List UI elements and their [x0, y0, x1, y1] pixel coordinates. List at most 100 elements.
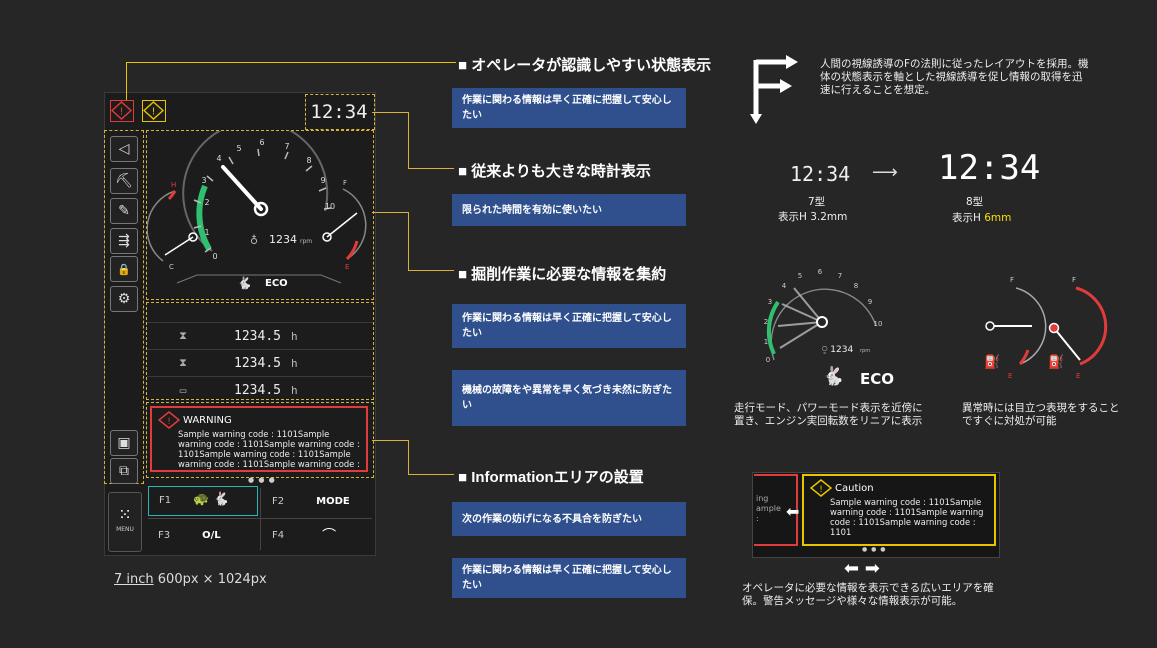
tick-5: 5: [236, 144, 241, 153]
svg-text:4: 4: [782, 282, 787, 290]
warning-panel[interactable]: ! WARNING Sample warning code : 1101Samp…: [150, 406, 368, 472]
hourglass-icon: ⧗: [179, 329, 187, 342]
caution-body: Sample warning code : 1101Sample warning…: [830, 497, 984, 537]
tick-7: 7: [284, 142, 289, 151]
svg-text:!: !: [119, 107, 123, 118]
caution-caption: オペレータに必要な情報を表示できる広いエリアを確保。警告メッセージや様々な情報表…: [742, 582, 994, 607]
rabbit-detail-icon: 🐇: [822, 366, 845, 387]
device-screen: [104, 92, 376, 556]
eco-detail-label: ECO: [860, 370, 895, 388]
sidebar-tool-button[interactable]: ✎: [110, 198, 138, 224]
f4-key[interactable]: F4 ⌒: [262, 520, 372, 550]
hydraulic-icon: ⇶: [118, 233, 130, 249]
wiper-icon: ⌒: [322, 528, 337, 544]
f-pattern-icon: [750, 55, 798, 124]
f3-key[interactable]: F3 O/L: [158, 529, 221, 541]
yellow-connector-top: [126, 62, 127, 100]
highlight-size: 6mm: [984, 212, 1012, 224]
device-size-link[interactable]: 7 inch: [114, 572, 154, 587]
svg-text:2: 2: [764, 318, 768, 326]
tacho-detail-rpm: ⍜ 1234: [822, 345, 853, 355]
lock-icon: 🔒: [117, 262, 131, 276]
device-caption: 7 inch 600px × 1024px: [114, 572, 267, 587]
rpm-value: 1234: [269, 233, 297, 246]
tacho-detail-unit: rpm: [860, 348, 870, 354]
svg-text:1: 1: [764, 338, 768, 346]
svg-text:F: F: [1072, 276, 1076, 284]
tick-10: 10: [325, 202, 335, 211]
arrow-right-icon: ⟶: [872, 162, 898, 183]
turtle-rabbit-icon: 🐢 🐇: [193, 492, 230, 507]
f1-key[interactable]: F1 🐢 🐇: [148, 486, 258, 516]
sidebar-hydraulic-button[interactable]: ⇶: [110, 228, 138, 254]
sidebar-attachment-button[interactable]: ⛏: [110, 168, 138, 194]
tick-2: 2: [204, 198, 209, 207]
caution-panel[interactable]: ! Caution Sample warning code : 1101Samp…: [802, 474, 996, 546]
svg-text:!: !: [819, 485, 823, 495]
caution-yellow-icon[interactable]: !: [142, 100, 166, 122]
svg-text:8: 8: [854, 282, 858, 290]
sidebar-display-button[interactable]: ⧉: [110, 458, 138, 484]
tick-8: 8: [306, 156, 311, 165]
tick-6: 6: [259, 138, 264, 147]
tick-0: 0: [212, 252, 217, 261]
svg-text:⛽: ⛽: [984, 354, 1000, 370]
section-heading: ■ 掘削作業に必要な情報を集約: [458, 266, 667, 283]
tacho-needle: [221, 165, 263, 211]
section-heading: ■ 従来よりも大きな時計表示: [458, 163, 651, 180]
grid-icon: ⁙: [118, 505, 132, 524]
f2-key[interactable]: F2 MODE: [272, 495, 350, 507]
clock-display: 12:34: [310, 101, 368, 123]
svg-text:3: 3: [768, 298, 772, 306]
clock-small-label-2: 表示H 3.2mm: [778, 211, 848, 223]
connector-clock: [408, 112, 409, 168]
section-heading: ■ Informationエリアの設置: [458, 469, 644, 486]
fkey-divider: [260, 488, 261, 550]
tick-1: 1: [204, 228, 209, 237]
page-indicator: ● ● ●: [248, 476, 276, 484]
menu-button[interactable]: ⁙ MENU: [108, 492, 142, 552]
requirement-box: 作業に関わる情報は早く正確に把握して安心したい: [452, 558, 686, 598]
menu-label: MENU: [116, 526, 134, 533]
caution-title: Caution: [835, 482, 874, 494]
connector-gauge: [408, 270, 454, 271]
svg-text:⛽: ⛽: [1048, 354, 1064, 370]
temp-low-label: C: [169, 263, 174, 271]
sidebar-back-button[interactable]: ◁: [110, 136, 138, 162]
connector-info: [408, 440, 409, 474]
sidebar-camera-button[interactable]: ▣: [110, 430, 138, 456]
hours-highlight: [146, 302, 374, 400]
requirement-box: 作業に関わる情報は早く正確に把握して安心したい: [452, 304, 686, 348]
requirement-box: 次の作業の妨げになる不具合を防ぎたい: [452, 502, 686, 536]
connector-info: [408, 474, 454, 475]
excavator-icon: ⛏: [115, 173, 133, 189]
svg-text:10: 10: [874, 320, 883, 328]
temp-high-label: H: [171, 181, 176, 189]
connector-gauge: [408, 212, 409, 270]
tacho-detail-caption: 走行モード、パワーモード表示を近傍に置き、エンジン実回転数をリニアに表示: [734, 402, 923, 427]
requirement-box: 限られた時間を有効に使いたい: [452, 194, 686, 226]
svg-text:F: F: [1010, 276, 1014, 284]
sidebar-settings-button[interactable]: ⚙: [110, 286, 138, 312]
connector-info: [372, 440, 408, 441]
gauge-area-highlight: [146, 130, 374, 300]
connector-clock: [372, 112, 408, 113]
hourglass-icon: ⧗: [179, 356, 187, 369]
trip-icon: ▭: [179, 383, 187, 397]
warning-red-icon[interactable]: !: [110, 100, 134, 122]
sidebar-lock-button[interactable]: 🔒: [110, 256, 138, 282]
svg-text:E: E: [1008, 372, 1012, 380]
pen-icon: ✎: [118, 203, 130, 219]
rpm-unit: rpm: [300, 238, 312, 245]
svg-text:5: 5: [798, 272, 802, 280]
section-heading: ■ オペレータが認識しやすい状態表示: [458, 57, 712, 74]
yellow-connector-top-h: [126, 62, 456, 63]
swipe-arrows-icon: ⬅ ➡: [844, 558, 880, 579]
display-switch-icon: ⧉: [119, 463, 129, 479]
clock-big-label-1: 8型: [966, 196, 984, 208]
